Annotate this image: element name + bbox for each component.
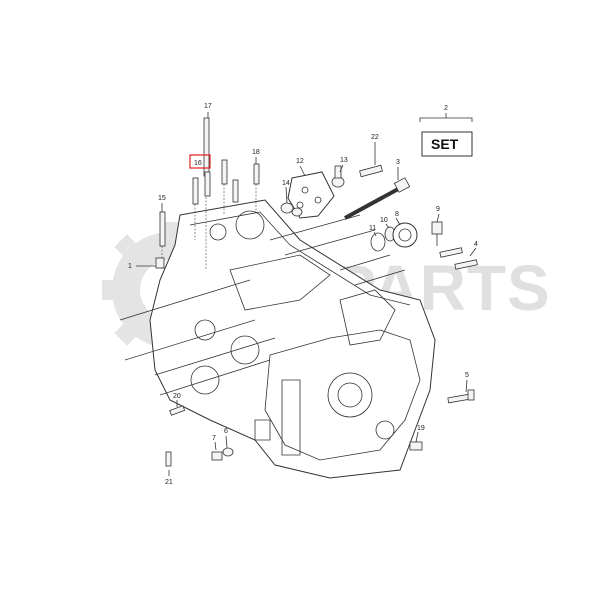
bolt-22: [359, 164, 383, 178]
washer-14: [280, 202, 303, 217]
pin-21: [165, 451, 172, 467]
callout-3[interactable]: 3: [396, 159, 400, 166]
callout-6[interactable]: 6: [224, 428, 228, 435]
crankcase-body: [149, 199, 436, 479]
callout-7[interactable]: 7: [212, 435, 216, 442]
callout-2[interactable]: 2: [444, 105, 448, 112]
callout-18[interactable]: 18: [252, 149, 260, 156]
callout-22[interactable]: 22: [371, 134, 379, 141]
callout-14[interactable]: 14: [282, 180, 290, 187]
fitting-19: [409, 441, 423, 451]
callout-16-highlight: [189, 154, 211, 169]
callout-19[interactable]: 19: [417, 425, 425, 432]
callout-13[interactable]: 13: [340, 157, 348, 164]
bolt-3: [344, 177, 411, 220]
set-group: SET: [419, 113, 473, 157]
bolt-20: [169, 405, 186, 416]
callout-leaders: [136, 112, 477, 476]
dowel-1: [155, 257, 165, 269]
callout-17[interactable]: 17: [204, 103, 212, 110]
callout-labels: 17 16 18 15 1 12 13 14 22 2 3 11 10 8 9 …: [128, 103, 478, 486]
bolt-5: [447, 389, 475, 404]
plate-12: [287, 171, 335, 219]
callout-1[interactable]: 1: [128, 263, 132, 270]
callout-8[interactable]: 8: [395, 211, 399, 218]
callout-16[interactable]: 16: [194, 160, 202, 167]
nut-7: [211, 451, 223, 461]
through-studs: [119, 214, 406, 396]
callout-12[interactable]: 12: [296, 158, 304, 165]
callout-15[interactable]: 15: [158, 195, 166, 202]
plug-13: [331, 165, 345, 188]
callout-9[interactable]: 9: [436, 206, 440, 213]
callout-4[interactable]: 4: [474, 241, 478, 248]
oring-11: [370, 232, 386, 252]
washer-6: [222, 447, 234, 457]
fitting-8: [392, 222, 418, 248]
set-label: SET: [431, 136, 459, 152]
callout-11[interactable]: 11: [369, 225, 376, 232]
callout-20[interactable]: 20: [173, 393, 181, 400]
bolts-4: [439, 247, 478, 270]
callout-5[interactable]: 5: [465, 372, 469, 379]
set-box: [421, 131, 473, 157]
callout-10[interactable]: 10: [380, 217, 388, 224]
stud-18: [253, 163, 260, 212]
sensor-9: [431, 221, 443, 246]
callout-21[interactable]: 21: [165, 479, 173, 486]
studs-16: [192, 159, 239, 240]
